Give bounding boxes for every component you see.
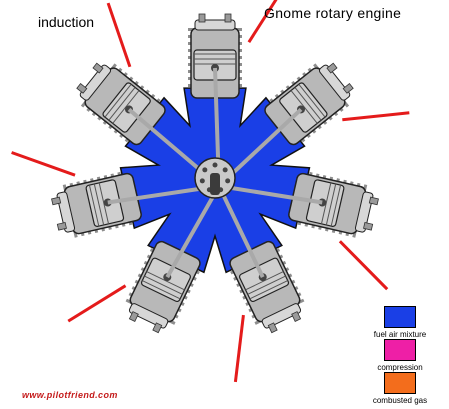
legend-item-combusted-gas: combusted gas — [360, 372, 440, 405]
connecting-rod-4 — [217, 185, 265, 278]
spark-lead-7 — [106, 2, 132, 68]
hub-pin — [212, 162, 218, 168]
spark-lead-3 — [338, 240, 389, 291]
valve-stub — [56, 221, 67, 231]
piston-ring — [88, 185, 100, 227]
legend-item-fuel-air: fuel air mixture — [360, 306, 440, 339]
spark-lead-1 — [247, 0, 278, 43]
cylinder-head — [56, 191, 76, 233]
valve-stub — [128, 311, 139, 322]
piston-ring — [298, 83, 326, 118]
piston-ring — [104, 83, 132, 118]
piston-ring — [245, 271, 284, 291]
spark-lead-6 — [11, 151, 76, 177]
valve-stub — [326, 62, 338, 74]
piston-ring — [108, 87, 136, 121]
piston-ring — [112, 90, 140, 124]
cylinder-head — [194, 19, 236, 31]
legend-label-fuel-air: fuel air mixture — [373, 330, 427, 339]
diagram-title: Gnome rotary engine — [264, 5, 402, 21]
piston-ring — [330, 185, 342, 227]
connecting-rod-5 — [165, 185, 221, 279]
crankshaft — [210, 173, 220, 195]
piston-ring — [320, 182, 332, 224]
valve-stub — [267, 322, 278, 334]
cylinder-head — [318, 64, 351, 101]
valve-stub — [368, 196, 379, 206]
piston-ring — [142, 280, 181, 300]
valve-stub — [224, 13, 232, 23]
spark-lead-5 — [67, 284, 127, 323]
cylinder-head — [79, 64, 112, 101]
watermark: www.pilotfriend.com — [22, 390, 118, 400]
piston-ring — [144, 275, 183, 295]
spark-lead-4 — [233, 314, 245, 383]
cylinder-head — [354, 191, 374, 233]
valve-stub — [342, 83, 354, 94]
cylinders — [51, 13, 379, 334]
valve-stub — [363, 221, 374, 231]
valve-stub — [51, 196, 62, 206]
valve-stub — [76, 83, 88, 94]
cylinder-head — [261, 303, 302, 329]
piston-ring — [249, 280, 288, 300]
legend-swatch-combusted-gas — [384, 372, 416, 394]
piston-ring — [294, 87, 322, 121]
legend-label-compression: compression — [377, 363, 423, 372]
piston-ring — [247, 275, 286, 295]
piston-ring — [146, 271, 185, 291]
hub-pin — [199, 178, 205, 184]
spark-plug-leads — [11, 0, 410, 383]
crank-hub — [194, 157, 236, 199]
cylinder-6 — [51, 171, 142, 238]
cylinder-3 — [288, 171, 379, 238]
legend-label-combusted-gas: combusted gas — [372, 396, 428, 405]
hub-pin — [222, 167, 228, 173]
legend-swatch-fuel-air — [384, 306, 416, 328]
piston-ring — [93, 183, 105, 226]
piston-ring — [325, 183, 337, 226]
hub-pin — [202, 167, 208, 173]
valve-stub — [152, 322, 163, 334]
connecting-rod-3 — [218, 184, 323, 205]
cylinder-1 — [188, 13, 242, 99]
spark-lead-2 — [342, 111, 410, 122]
valve-stub — [92, 62, 104, 74]
hub-pin — [225, 178, 231, 184]
legend-item-compression: compression — [360, 339, 440, 372]
cylinder-5 — [125, 240, 201, 334]
phase-label: induction — [38, 14, 95, 30]
cylinder-head — [128, 303, 169, 329]
legend-swatch-compression — [384, 339, 416, 361]
valve-stub — [291, 311, 302, 322]
connecting-rods — [107, 67, 323, 279]
valve-stub — [198, 13, 206, 23]
